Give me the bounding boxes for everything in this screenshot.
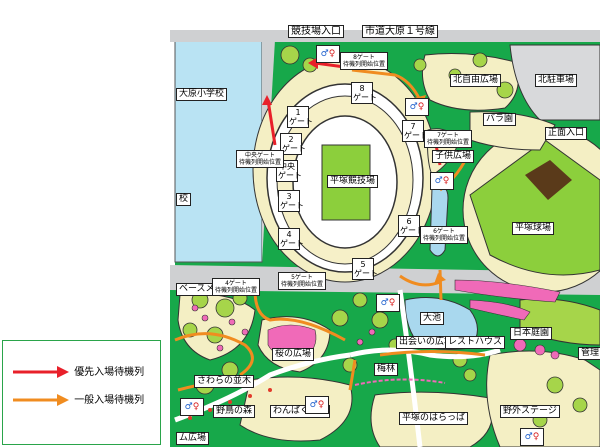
waiting-gate-5: 5ゲート 待機列開始位置 xyxy=(278,272,327,290)
base-edge-label: ベースメ xyxy=(176,283,218,296)
gate-7: 7 ゲート xyxy=(402,120,428,142)
waiting-gate-center: 中央ゲート 待機列開始位置 xyxy=(236,150,285,168)
mu-edge-label: ム広場 xyxy=(176,432,210,445)
kids-plaza-label: 子供広場 xyxy=(432,150,475,163)
legend-general: 一般入場待機列 xyxy=(11,391,144,407)
waiting-gate-8: 8ゲート 待機列開始位置 xyxy=(340,52,389,70)
legend-general-text: 一般入場待機列 xyxy=(74,395,145,406)
meeting-plaza-label: 出会いの広場 xyxy=(396,336,457,349)
management-label: 管理 xyxy=(578,347,600,360)
rest-house-label: レストハウス xyxy=(445,336,506,349)
restroom-icon: ♂♀ xyxy=(430,172,454,190)
bush-clusters xyxy=(182,45,588,428)
outdoor-stage-label: 野外ステージ xyxy=(500,405,560,418)
restroom-icon: ♂♀ xyxy=(405,98,429,116)
gate-2: 2 ゲート xyxy=(280,133,306,155)
stadium-entrance-label: 競技場入口 xyxy=(288,25,344,38)
school-edge-label: 校 xyxy=(176,193,192,206)
gate-8: 8 ゲート xyxy=(351,82,377,104)
legend: 優先入場待機列 一般入場待機列 xyxy=(2,340,161,445)
gate-5: 5 ゲート xyxy=(352,258,378,280)
gate-1: 1 ゲート xyxy=(287,106,313,128)
gate-3: 3 ゲート xyxy=(278,190,304,212)
cherry-plaza-label: 桜の広場 xyxy=(272,348,315,361)
city-road-label: 市道大原１号線 xyxy=(362,25,438,38)
restroom-icon: ♂♀ xyxy=(520,428,544,446)
restroom-icon: ♂♀ xyxy=(376,294,400,312)
stadium-label: 平塚競技場 xyxy=(327,175,379,188)
sawara-trees-label: さわらの並木 xyxy=(194,375,255,388)
tree-dots xyxy=(188,388,272,420)
plum-grove-label: 梅林 xyxy=(374,363,399,376)
gate-4: 4 ゲート xyxy=(278,228,304,250)
red-arrow-icon xyxy=(13,366,69,378)
pond-label: 大池 xyxy=(420,312,445,325)
ohara-school-label: 大原小学校 xyxy=(176,88,228,101)
north-plaza-label: 北自由広場 xyxy=(450,74,502,87)
waiting-gate-4: 4ゲート 待機列開始位置 xyxy=(212,278,261,296)
restroom-icon: ♂♀ xyxy=(305,396,329,414)
waiting-gate-7: 7ゲート 待機列開始位置 xyxy=(424,130,473,148)
main-gate-label: 正面入口 xyxy=(545,127,588,140)
restroom-icon: ♂♀ xyxy=(316,45,340,63)
bird-forest-label: 野鳥の森 xyxy=(213,405,256,418)
gate-6: 6 ゲート xyxy=(398,215,424,237)
japanese-garden-label: 日本庭園 xyxy=(510,327,553,340)
orange-arrow-icon xyxy=(13,394,69,406)
ballpark-label: 平塚球場 xyxy=(512,222,555,235)
legend-priority-text: 優先入場待機列 xyxy=(74,367,145,378)
waiting-gate-6: 6ゲート 待機列開始位置 xyxy=(420,226,469,244)
hiratsuka-field-label: 平塚のはらっぱ xyxy=(399,412,469,425)
ballpark-field xyxy=(469,139,600,276)
restroom-icon: ♂♀ xyxy=(180,398,204,416)
flower-beds xyxy=(191,279,561,361)
north-parking-label: 北駐車場 xyxy=(535,74,578,87)
legend-priority: 優先入場待機列 xyxy=(11,363,144,379)
rose-garden-label: バラ園 xyxy=(483,113,517,126)
